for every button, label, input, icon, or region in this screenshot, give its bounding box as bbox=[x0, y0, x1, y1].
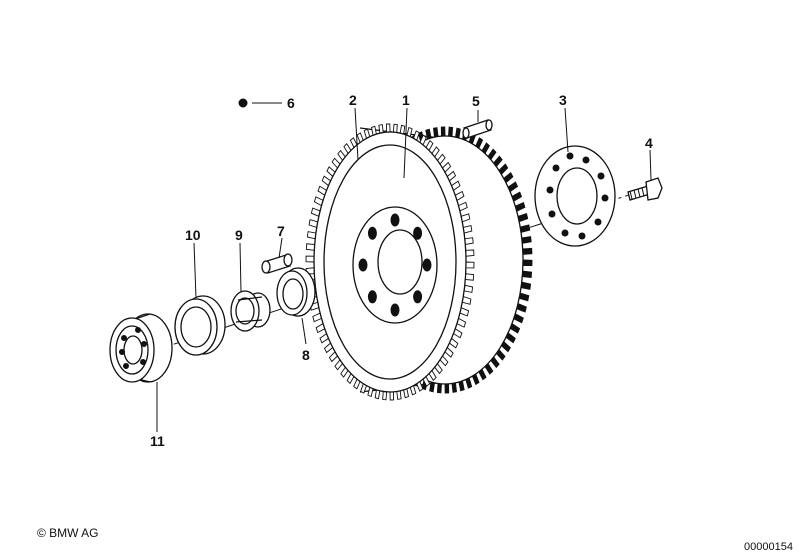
callout-3: 3 bbox=[559, 92, 567, 108]
needle-bearing-part-9[interactable] bbox=[230, 290, 271, 332]
callout-4: 4 bbox=[645, 135, 653, 151]
callout-8: 8 bbox=[302, 347, 310, 363]
flywheel-gear[interactable] bbox=[305, 123, 533, 401]
bolt-hole bbox=[413, 290, 423, 304]
bolt-hole bbox=[358, 258, 368, 272]
pin-part-7[interactable] bbox=[261, 253, 293, 274]
gear-tooth bbox=[306, 231, 317, 240]
gear-tooth bbox=[521, 270, 533, 278]
dowel-pin-part-5[interactable] bbox=[462, 119, 493, 139]
callout-10: 10 bbox=[185, 227, 201, 243]
bolt-hole bbox=[422, 258, 432, 272]
callout-11: 11 bbox=[150, 433, 165, 449]
gear-tooth bbox=[396, 390, 402, 400]
gear-tooth bbox=[433, 127, 439, 138]
gear-tooth bbox=[522, 247, 533, 255]
gear-tooth bbox=[464, 237, 474, 246]
diagram-number: 00000154 bbox=[744, 541, 793, 553]
callout-5: 5 bbox=[472, 93, 480, 109]
ball-bearing-part-11[interactable] bbox=[109, 313, 173, 383]
gear-tooth bbox=[451, 382, 457, 393]
bolt-hole bbox=[367, 226, 377, 240]
gear-tooth bbox=[385, 123, 391, 133]
gear-tooth bbox=[382, 390, 388, 401]
gear-tooth bbox=[463, 284, 474, 293]
gear-tooth bbox=[520, 281, 532, 290]
copyright-text: © BMW AG bbox=[37, 526, 99, 540]
bolt-part-4[interactable] bbox=[627, 177, 663, 201]
gear-tooth bbox=[465, 249, 475, 257]
callout-1: 1 bbox=[402, 92, 410, 108]
bolt-hole bbox=[413, 226, 423, 240]
callout-7: 7 bbox=[277, 223, 285, 239]
gear-tooth bbox=[305, 243, 316, 251]
seal-ring-part-8[interactable] bbox=[276, 267, 316, 317]
gear-tooth bbox=[464, 273, 475, 281]
gear-tooth bbox=[392, 123, 398, 134]
gear-tooth bbox=[454, 127, 461, 139]
gear-tooth bbox=[465, 261, 475, 269]
bolt-hole bbox=[390, 213, 400, 227]
callout-9: 9 bbox=[235, 227, 243, 243]
callout-2: 2 bbox=[349, 92, 357, 108]
flange-plate-part-3[interactable] bbox=[534, 145, 616, 247]
gear-tooth bbox=[521, 236, 532, 244]
gear-tooth bbox=[444, 383, 450, 394]
bolt-hole bbox=[367, 290, 377, 304]
gear-tooth bbox=[522, 259, 533, 267]
gear-tooth bbox=[448, 126, 454, 138]
ball-part-6[interactable] bbox=[238, 98, 248, 108]
gear-tooth bbox=[378, 124, 384, 134]
leader-lines bbox=[156, 102, 652, 432]
gear-tooth bbox=[436, 382, 442, 394]
gear-tooth bbox=[440, 126, 446, 137]
gear-tooth bbox=[305, 255, 315, 263]
seal-part-10[interactable] bbox=[174, 295, 226, 356]
gear-tooth bbox=[519, 224, 531, 233]
callout-6: 6 bbox=[287, 95, 295, 111]
gear-tooth bbox=[389, 391, 395, 401]
bolt-hole bbox=[390, 303, 400, 317]
